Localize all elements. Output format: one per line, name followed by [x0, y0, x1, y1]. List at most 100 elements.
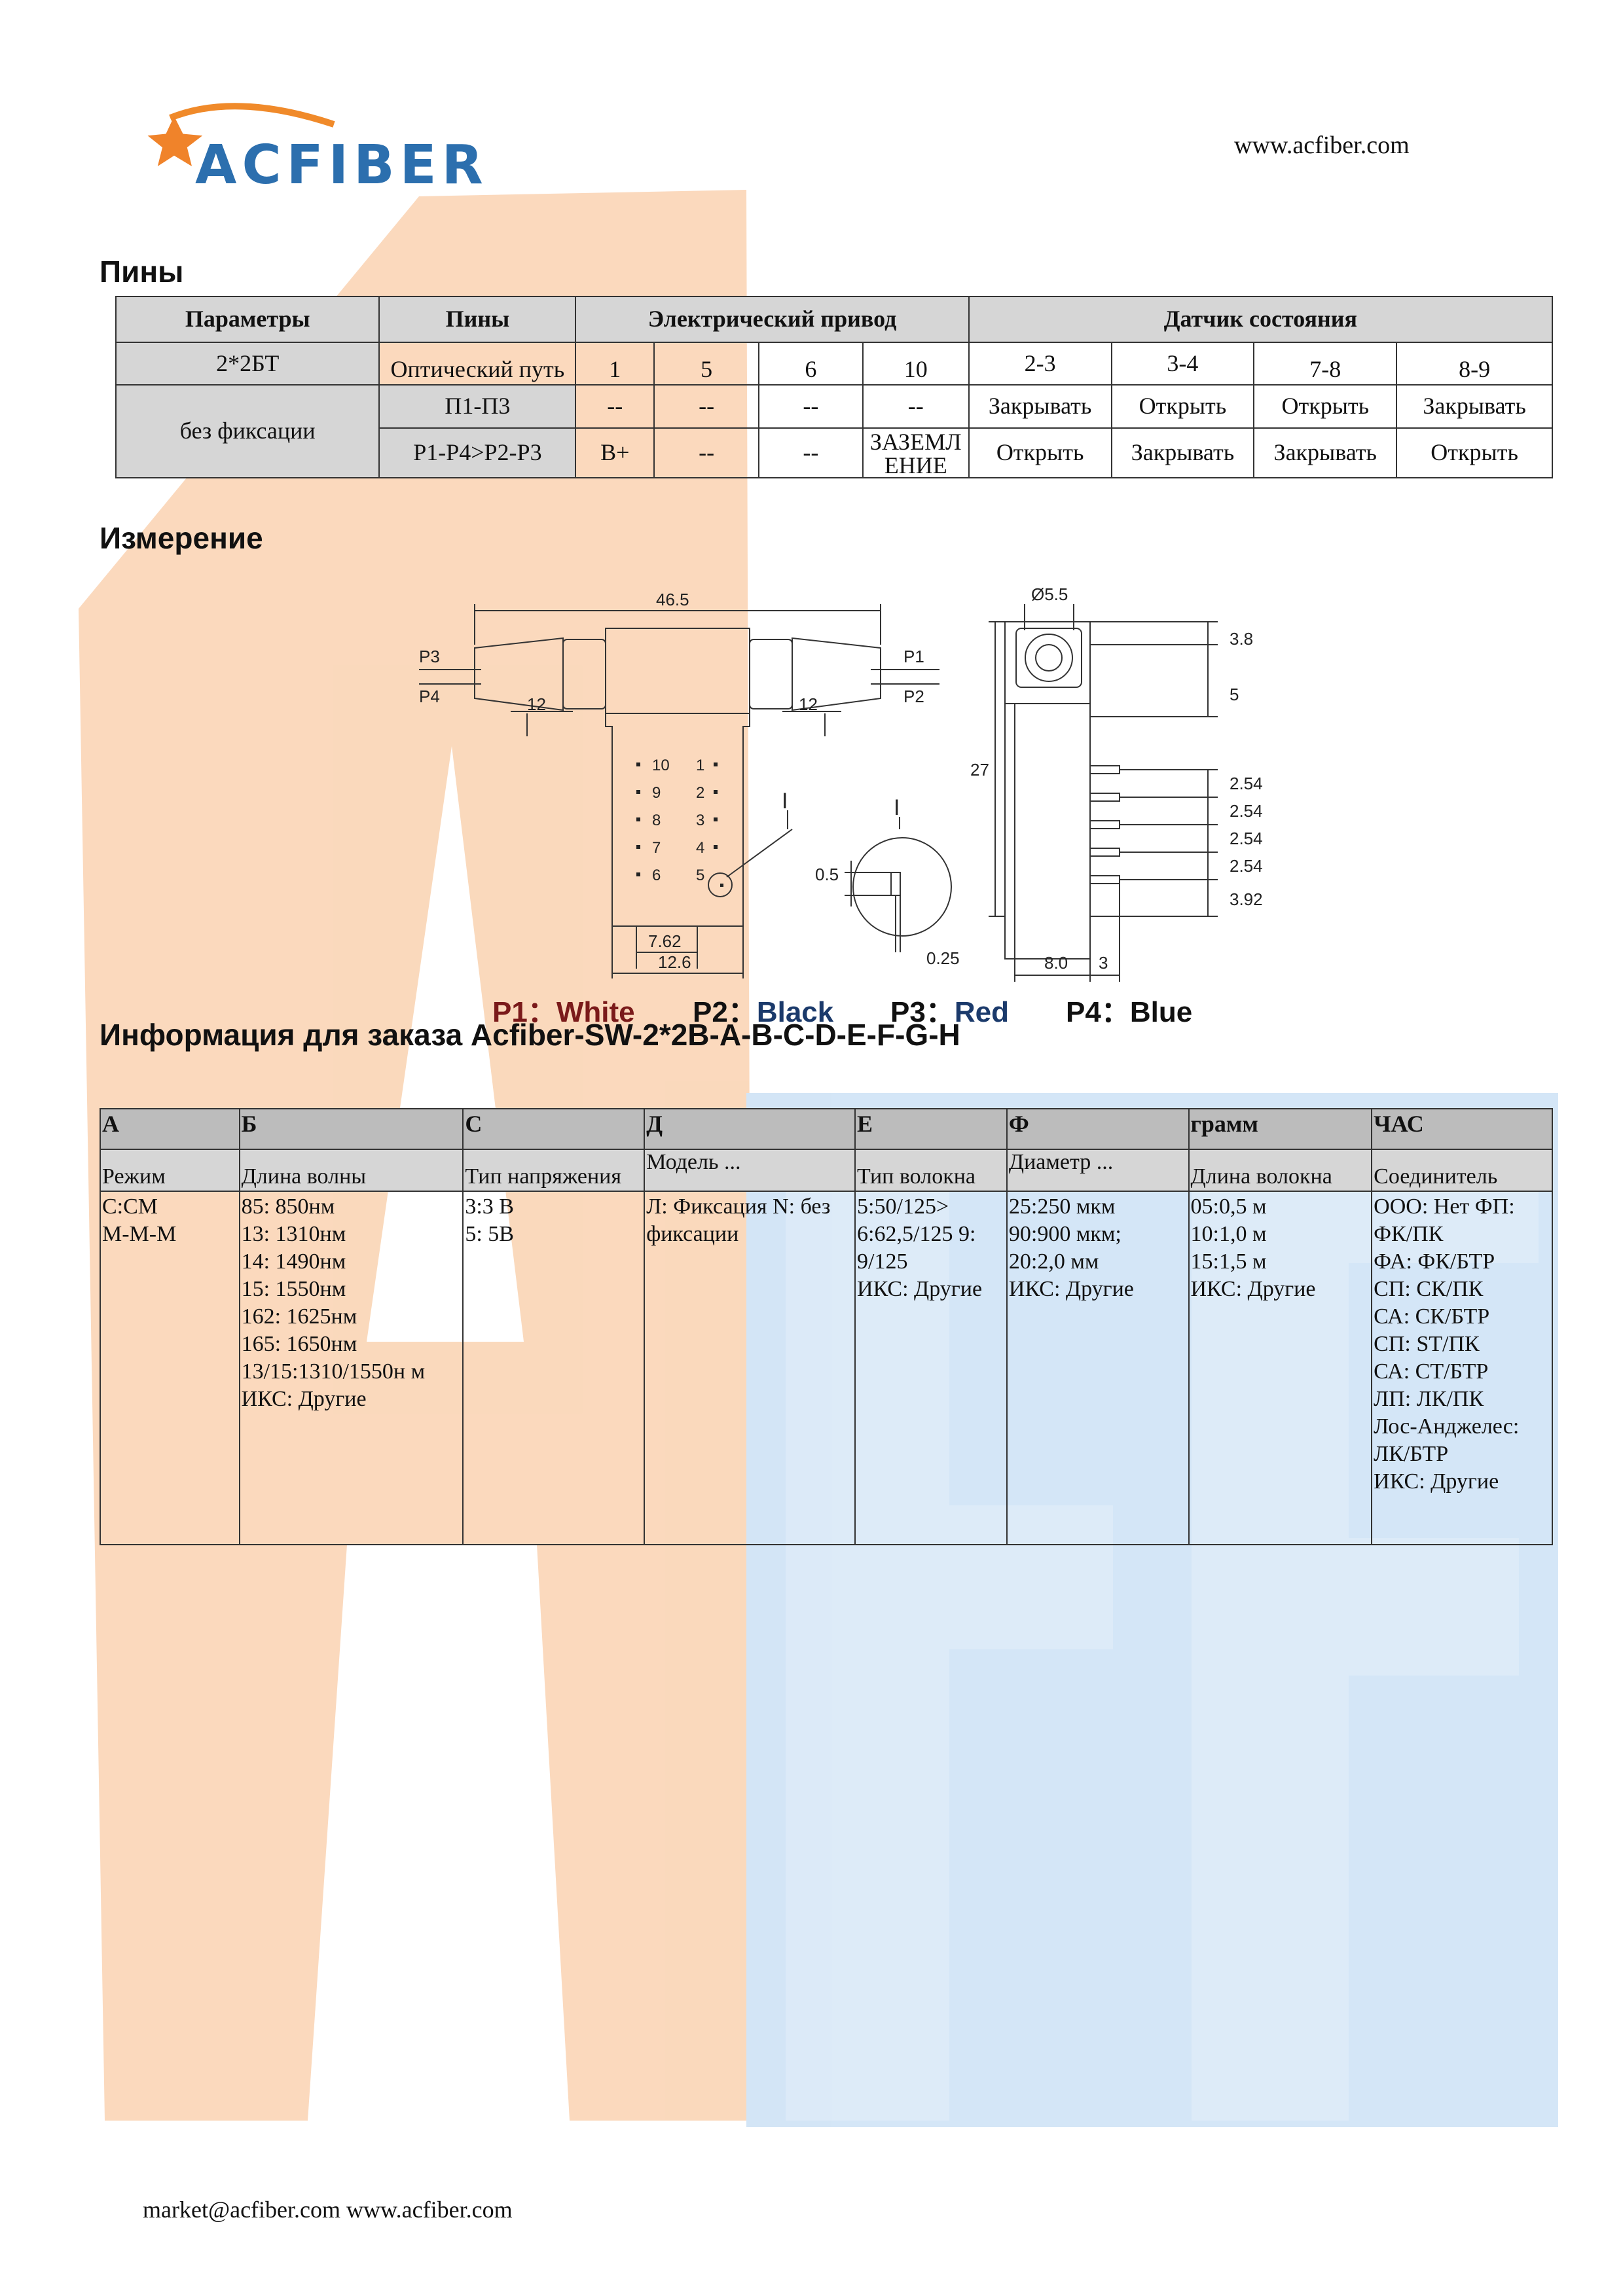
order-table: А Б С Д Е Ф грамм ЧАС Режим Длина волны …: [100, 1108, 1553, 1545]
order-field-name: Тип напряжения: [462, 1149, 646, 1192]
table-cell: Открыть: [968, 427, 1112, 478]
path-cell: П1-П3: [378, 384, 577, 429]
dim-top1: 3.8: [1230, 629, 1253, 649]
order-letter: А: [100, 1108, 240, 1150]
pins-col-drive: Электрический привод: [575, 296, 970, 343]
dim-right-tail: 12: [799, 694, 818, 714]
pins-col-params: Параметры: [115, 296, 380, 343]
order-value-line: 13: 1310нм: [241, 1222, 346, 1246]
order-letter: Б: [238, 1108, 464, 1150]
dim-pitch: 7.62: [648, 931, 682, 951]
order-value-line: ИКС: Другие: [1374, 1469, 1499, 1494]
port-legend-p3: P3：Red: [890, 988, 1009, 1030]
pin-number: 5: [696, 867, 704, 884]
pin-number: 1: [696, 757, 704, 774]
port-legend-p2: P2：Black: [693, 988, 833, 1030]
legend-value: White: [556, 996, 635, 1028]
table-cell: --: [862, 384, 970, 429]
pins-table: Параметры Пины Электрический привод Датч…: [115, 296, 1554, 478]
order-value-line: ФК/ПК: [1374, 1222, 1444, 1246]
table-cell: 1: [575, 342, 655, 386]
order-letter: грамм: [1188, 1108, 1373, 1150]
dim-pitch3: 2.54: [1230, 829, 1263, 848]
pins-col-pins: Пины: [378, 296, 577, 343]
table-cell: Открыть: [1110, 384, 1255, 429]
legend-label: P1：: [492, 996, 556, 1028]
dim-pitch1: 2.54: [1230, 774, 1263, 793]
order-letter-row: А Б С Д Е Ф грамм ЧАС: [100, 1108, 1553, 1150]
pins-col-sensor: Датчик состояния: [968, 296, 1554, 343]
order-field-name: Длина волокна: [1188, 1149, 1373, 1192]
port-p2: P2: [903, 687, 924, 706]
order-field-name: Соединитель: [1371, 1149, 1553, 1192]
port-p1: P1: [903, 647, 924, 666]
port-legend-p1: P1：White: [492, 988, 635, 1030]
order-letter: Е: [854, 1108, 1008, 1150]
table-row: P1-P4>P2-P3 B+ -- -- ЗАЗЕМЛ ЕНИЕ Открыть…: [116, 427, 1553, 478]
port-p3: P3: [419, 647, 440, 666]
table-cell: Закрывать: [1253, 427, 1398, 478]
port-legend-p4: P4：Blue: [1066, 988, 1192, 1030]
order-heading: Информация для заказа Acfiber-SW-2*2B-A-…: [100, 1018, 960, 1052]
order-name-row: Режим Длина волны Тип напряжения Модель …: [100, 1149, 1553, 1192]
order-value-line: Л: Фиксация N: без: [646, 1194, 831, 1219]
dim-pitch4: 2.54: [1230, 856, 1263, 876]
order-letter: ЧАС: [1371, 1108, 1553, 1150]
dim-side-width: 8.0: [1044, 953, 1068, 973]
order-value-line: 15:1,5 м: [1190, 1249, 1267, 1274]
order-value-line: СА: СТ/БТР: [1374, 1359, 1489, 1384]
dim-pitch2: 2.54: [1230, 801, 1263, 821]
pins-header-row: Параметры Пины Электрический привод Датч…: [115, 296, 1554, 343]
order-value-line: Лос-Анджелес:: [1374, 1414, 1520, 1439]
legend-label: P2：: [693, 996, 757, 1028]
order-value-line: ИКС: Другие: [241, 1387, 367, 1411]
table-cell: 8-9: [1396, 342, 1553, 386]
footer-contact: market@acfiber.com www.acfiber.com: [143, 2197, 513, 2223]
company-logo: ACFIBER: [144, 98, 484, 196]
pin-number: 8: [652, 812, 661, 829]
order-value-line: ФА: ФК/БТР: [1374, 1249, 1495, 1274]
table-cell: 5: [653, 342, 759, 386]
order-value-line: 10:1,0 м: [1190, 1222, 1267, 1246]
order-field-name: Длина волны: [238, 1149, 464, 1192]
order-value-line: 5: 5В: [465, 1222, 514, 1246]
table-row: 2*2БТ Оптический путь 1 5 6 10 2-3 3-4 7…: [115, 342, 1553, 386]
table-cell: 6: [757, 342, 864, 386]
pin-number: 10: [652, 757, 670, 774]
table-cell: Закрывать: [1110, 427, 1255, 478]
table-cell: Открыть: [1396, 427, 1553, 478]
pin-number: 2: [696, 784, 704, 802]
order-letter: Д: [644, 1108, 856, 1150]
order-value-line: СП: СК/ПК: [1374, 1277, 1484, 1301]
order-value-line: 15: 1550нм: [241, 1277, 346, 1301]
order-value-line: 165: 1650нм: [241, 1332, 357, 1356]
pin-number: 9: [652, 784, 661, 802]
dim-side-pin: 3: [1099, 953, 1108, 973]
order-value-line: 162: 1625нм: [241, 1304, 357, 1329]
table-cell: 2-3: [968, 342, 1112, 386]
order-value-line: 90:900 мкм;: [1008, 1222, 1122, 1246]
order-value-line: С:СМ: [102, 1194, 158, 1219]
table-cell: Открыть: [1253, 384, 1398, 429]
dim-pin-width: 0.25: [926, 948, 960, 968]
order-value-line: 05:0,5 м: [1190, 1194, 1267, 1219]
order-value-line: ООО: Нет ФП:: [1374, 1194, 1515, 1219]
order-letter: С: [462, 1108, 646, 1150]
order-value-line: ИКС: Другие: [857, 1277, 983, 1301]
measurement-heading: Измерение: [100, 521, 263, 555]
table-cell: --: [757, 427, 864, 478]
dim-pitch5: 3.92: [1230, 889, 1263, 909]
dimension-drawing: 46.5 12 12 7.62 12.6 P3 P4 P1 P2 10 9 8 …: [419, 586, 1263, 982]
port-p4: P4: [419, 687, 440, 706]
table-cell: Закрывать: [1396, 384, 1553, 429]
order-values-connector: ООО: Нет ФП: ФК/ПК ФА: ФК/БТР СП: СК/ПК СА: …: [1371, 1191, 1553, 1545]
path-cell: P1-P4>P2-P3: [378, 427, 577, 478]
dim-hole: Ø5.5: [1031, 586, 1068, 604]
order-value-line: ЛП: ЛК/ПК: [1374, 1387, 1484, 1411]
order-value-line: ЛК/БТР: [1374, 1442, 1449, 1466]
